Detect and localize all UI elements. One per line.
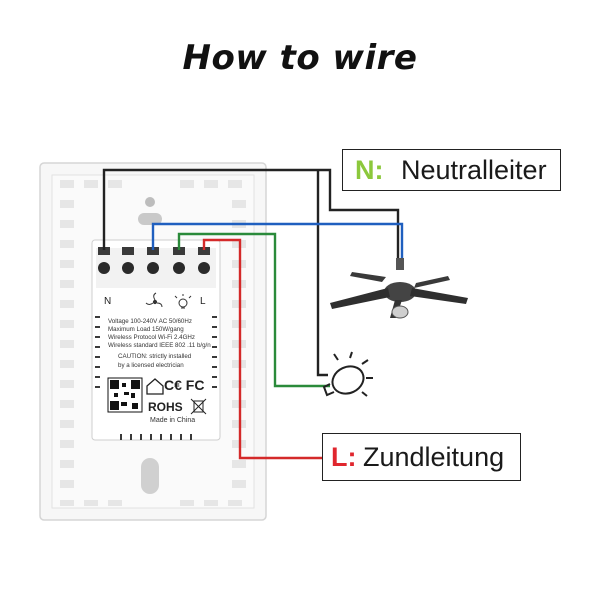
- terminal-label-l: L: [200, 296, 206, 307]
- rohs-mark: ROHS: [148, 400, 183, 414]
- neutral-label: Neutralleiter: [401, 155, 547, 185]
- home-icon: [146, 378, 164, 395]
- live-red-wire: [202, 238, 322, 460]
- spec-caution: CAUTION: strictly installed: [118, 353, 192, 360]
- terminal-label-n: N: [104, 296, 112, 307]
- live-letter: L:: [331, 442, 357, 472]
- spec-voltage: Voltage 100-240V AC 50/60Hz: [108, 318, 192, 325]
- bulb-green-wire: [177, 232, 330, 388]
- bulb-terminal-icon: [174, 294, 192, 309]
- weee-bin-icon: [190, 398, 207, 415]
- plate-slots: [60, 180, 246, 506]
- spec-max-load: Maximum Load 150W/gang: [108, 326, 184, 333]
- origin-label: Made in China: [150, 417, 196, 424]
- live-label-box: L: Zundleitung: [322, 433, 521, 481]
- qr-code: [107, 377, 143, 413]
- live-label: Zundleitung: [363, 442, 505, 472]
- spec-caution-2: by a licensed electrician: [118, 362, 184, 369]
- ceiling-fan-icon: [330, 258, 468, 319]
- switch-module: [91, 239, 221, 441]
- neutral-wire: [102, 168, 400, 262]
- spec-protocol: Wireless Protocol Wi-Fi 2.4GHz: [108, 334, 195, 341]
- wires: [102, 168, 404, 460]
- light-bulb-icon: [322, 351, 373, 397]
- neutral-wire-to-bulb: [316, 170, 328, 377]
- page-title: How to wire: [182, 38, 418, 78]
- module-vents: [95, 316, 217, 440]
- cert-marks: C€ FC: [164, 377, 205, 393]
- terminal-screws: [98, 247, 210, 274]
- neutral-letter: N:: [355, 155, 384, 185]
- fan-terminal-icon: [145, 292, 163, 308]
- neutral-label-box: N: Neutralleiter: [342, 149, 561, 191]
- spec-standard: Wireless standard IEEE 802 .11 b/g/n: [108, 342, 211, 349]
- fan-blue-wire: [151, 222, 404, 262]
